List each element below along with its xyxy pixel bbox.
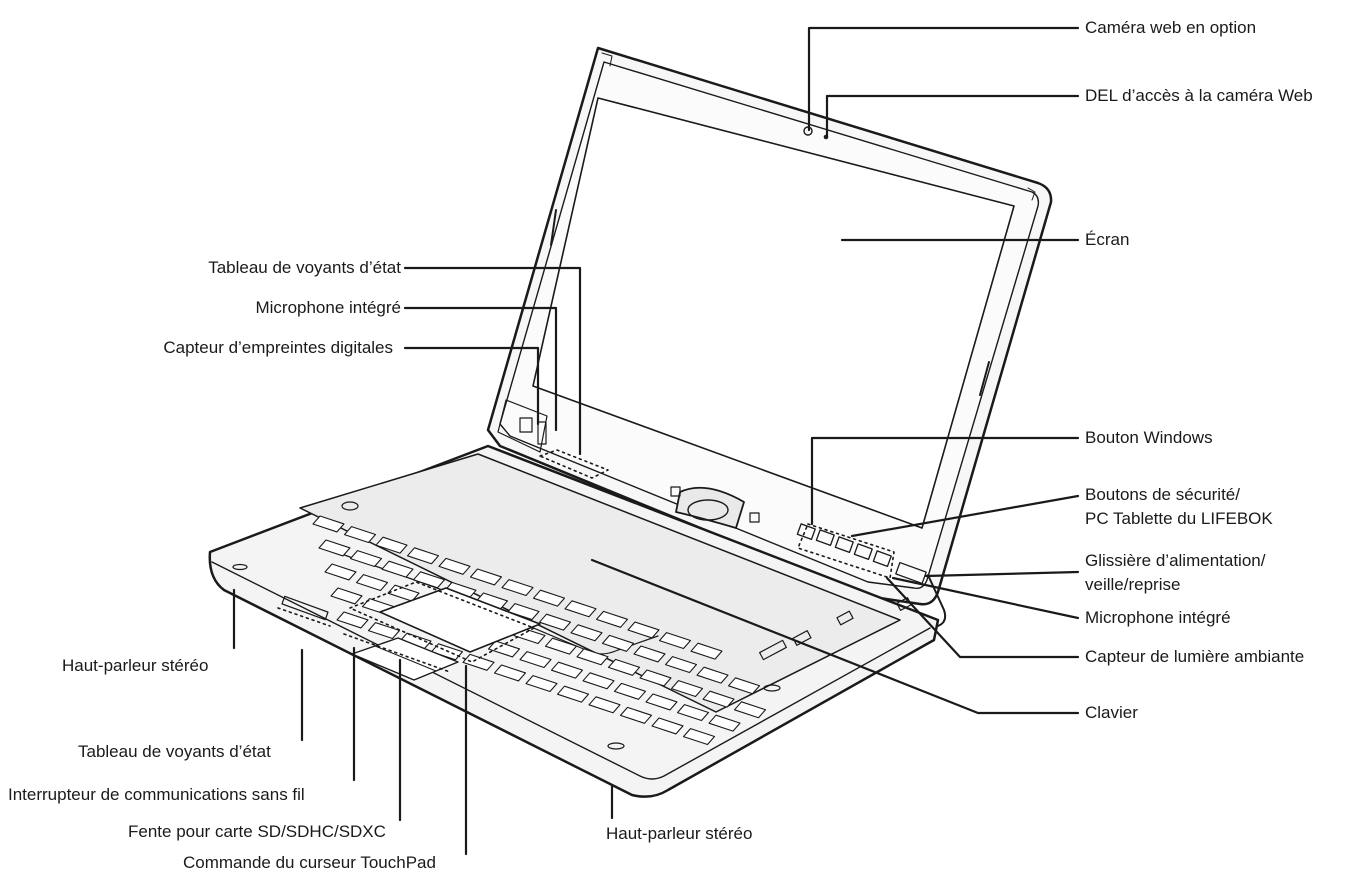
keyboard-key [633, 645, 666, 663]
keyboard-key [733, 701, 767, 719]
keyboard-key [367, 622, 401, 640]
label-fingerprint-sensor: Capteur d’empreintes digitales [163, 338, 393, 357]
label-power-slider-line2: veille/reprise [1085, 575, 1181, 594]
hinge [670, 486, 760, 529]
keyboard-key [664, 656, 698, 674]
keyboard-key [564, 600, 597, 618]
label-status-panel-bottom: Tableau de voyants d’état [78, 742, 271, 761]
keyboard-key [519, 651, 552, 669]
keyboard-key [619, 706, 653, 724]
keyboard-key [330, 587, 363, 605]
label-microphone-right: Microphone intégré [1085, 608, 1231, 627]
keyboard-key [658, 632, 692, 650]
keyboard-key [576, 648, 609, 666]
keyboard-key [469, 568, 503, 586]
display-panel [532, 97, 1015, 529]
label-webcam: Caméra web en option [1085, 18, 1257, 37]
keyboard-key [607, 658, 641, 676]
label-status-panel-top: Tableau de voyants d’état [208, 258, 401, 277]
keyboard-key [601, 634, 635, 652]
keyboard-key [525, 675, 558, 693]
keyboard-key [336, 611, 369, 629]
keyboard-key [682, 728, 716, 746]
label-sd-card-slot: Fente pour carte SD/SDHC/SDXC [128, 822, 386, 841]
label-speaker-left: Haut-parleur stéréo [62, 656, 209, 675]
label-keyboard: Clavier [1085, 703, 1138, 722]
keyboard-key [676, 704, 710, 722]
keyboard-key [727, 677, 761, 695]
keyboard-key [324, 563, 357, 581]
touchpad [379, 587, 541, 653]
keyboard-key [651, 717, 684, 735]
keyboard-key [501, 579, 534, 597]
label-windows-button: Bouton Windows [1085, 428, 1213, 447]
keyboard-key [487, 640, 521, 658]
keyboard-key [375, 536, 408, 554]
dotted-zones [277, 449, 895, 673]
label-security-buttons-line2: PC Tablette du LIFEBOK [1085, 509, 1273, 528]
label-wireless-switch: Interrupteur de communications sans fil [8, 785, 305, 804]
keyboard-key [381, 560, 414, 578]
keyboard-key [588, 696, 621, 714]
keyboard-key [550, 661, 584, 679]
label-touchpad-cursor-control: Commande du curseur TouchPad [183, 853, 436, 872]
laptop-lid [486, 46, 1053, 627]
keyboard-key [696, 666, 729, 684]
leader-lines [232, 26, 1080, 856]
keyboard-key [355, 574, 389, 592]
keyboard-key [708, 714, 741, 732]
label-ambient-light-sensor: Capteur de lumière ambiante [1085, 647, 1305, 666]
keyboard-key [312, 515, 345, 533]
keyboard-key [702, 690, 735, 708]
keyboard-key [613, 682, 647, 700]
label-security-buttons-line1: Boutons de sécurité/ [1085, 485, 1240, 504]
keyboard-key [645, 693, 678, 711]
label-speaker-bottom: Haut-parleur stéréo [606, 824, 753, 843]
keyboard-key [438, 557, 471, 575]
keyboard-key [318, 539, 351, 557]
laptop-base [208, 444, 940, 798]
label-screen: Écran [1085, 230, 1130, 249]
keyboard-key [627, 621, 660, 639]
keyboard-key [544, 637, 578, 655]
keyboard-key [462, 653, 495, 671]
keyboard-key [690, 642, 723, 660]
keyboard-key [582, 672, 615, 690]
keyboard-key [406, 547, 440, 565]
keyboard-key [493, 664, 527, 682]
keyboard-key [412, 571, 446, 589]
keyboard-key [507, 603, 540, 621]
keyboard-key [670, 680, 704, 698]
keyboard-key [532, 589, 566, 607]
label-webcam-led: DEL d’accès à la caméra Web [1085, 86, 1313, 105]
keyboard-key [639, 669, 672, 687]
keyboard-area [299, 453, 901, 713]
label-microphone-left: Microphone intégré [255, 298, 401, 317]
keyboard-key [556, 685, 590, 703]
keyboard-key [538, 613, 572, 631]
fingerprint-sensor [519, 417, 533, 433]
keyboard-key [570, 624, 603, 642]
keyboard-key [349, 550, 383, 568]
keyboard-key [595, 610, 629, 628]
tablet-buttons [796, 523, 927, 585]
keyboard-key [343, 526, 377, 544]
label-power-slider-line1: Glissière d’alimentation/ [1085, 551, 1266, 570]
